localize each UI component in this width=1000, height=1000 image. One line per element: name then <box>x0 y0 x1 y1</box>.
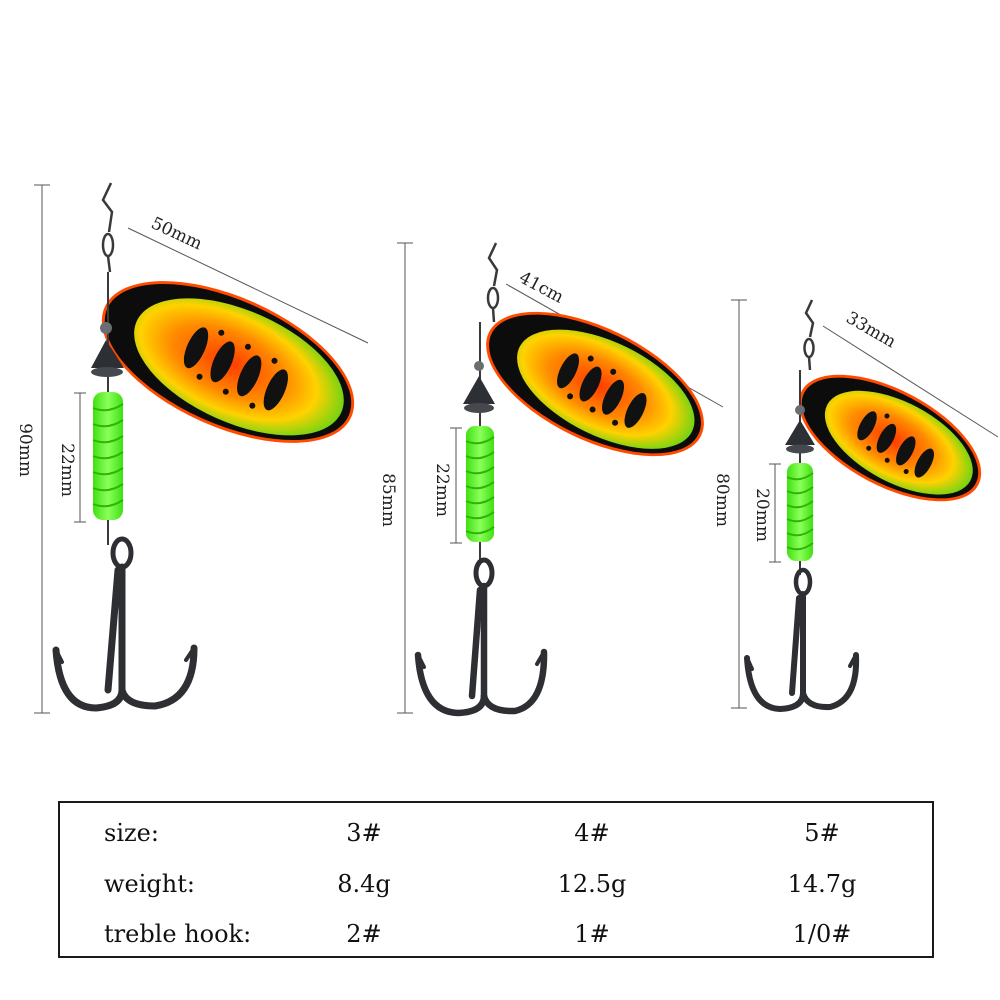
spec-value: 1/0# <box>792 920 852 948</box>
spec-value: 14.7g <box>787 870 857 898</box>
lure-size-3: 90mm 22mm 50mm <box>15 182 369 714</box>
treble-hook <box>414 557 548 717</box>
spec-value: 2# <box>346 920 382 948</box>
bearing <box>474 361 484 371</box>
spec-row-size: size: 3# 4# 5# <box>60 813 932 853</box>
cone <box>91 340 124 368</box>
treble-hook <box>744 567 860 713</box>
bead-length-label: 22mm <box>432 463 452 517</box>
bead <box>465 426 495 542</box>
blade-length-label: 50mm <box>148 213 205 254</box>
cone <box>785 420 815 445</box>
bead <box>92 392 124 520</box>
blade <box>798 374 982 502</box>
lures-illustration: 90mm 22mm 50mm <box>15 182 999 717</box>
total-length-label: 85mm <box>378 473 398 527</box>
spec-row-weight: weight: 8.4g 12.5g 14.7g <box>60 864 932 904</box>
total-length-label: 80mm <box>712 473 732 527</box>
blade <box>101 281 355 443</box>
spec-value: 3# <box>346 819 382 847</box>
total-length-label: 90mm <box>15 423 35 477</box>
bead-length-dimension: 22mm <box>432 427 462 544</box>
swivel <box>486 242 500 323</box>
lure-size-5: 80mm 20mm 33mm <box>712 299 999 713</box>
spec-label-treble-hook: treble hook: <box>104 920 252 948</box>
spec-value: 1# <box>574 920 610 948</box>
cone <box>463 376 495 404</box>
bearing <box>795 405 805 415</box>
bead <box>786 463 814 561</box>
spec-label-size: size: <box>104 819 159 847</box>
spec-row-treble-hook: treble hook: 2# 1# 1/0# <box>60 914 932 954</box>
treble-hook <box>52 536 198 712</box>
blade <box>486 311 704 457</box>
bead-length-label: 22mm <box>57 443 77 497</box>
bead-length-dimension: 22mm <box>57 392 86 523</box>
spec-label-weight: weight: <box>104 870 195 898</box>
total-length-dimension: 80mm <box>712 299 747 709</box>
total-length-dimension: 85mm <box>378 242 413 714</box>
blade-length-label: 33mm <box>843 308 900 352</box>
spec-value: 12.5g <box>557 870 627 898</box>
bead-length-label: 20mm <box>752 488 772 542</box>
spec-value: 4# <box>574 819 610 847</box>
bearing <box>100 322 112 334</box>
lure-size-4: 85mm 22mm 41cm <box>378 242 724 717</box>
spec-value: 5# <box>804 819 840 847</box>
swivel <box>101 182 115 273</box>
swivel <box>803 299 815 371</box>
bead-length-dimension: 20mm <box>752 463 781 563</box>
total-length-dimension: 90mm <box>15 184 50 714</box>
spec-table: size: 3# 4# 5# weight: 8.4g 12.5g 14.7g … <box>58 801 934 958</box>
blade-length-label: 41cm <box>516 268 567 308</box>
spec-value: 8.4g <box>337 870 391 898</box>
